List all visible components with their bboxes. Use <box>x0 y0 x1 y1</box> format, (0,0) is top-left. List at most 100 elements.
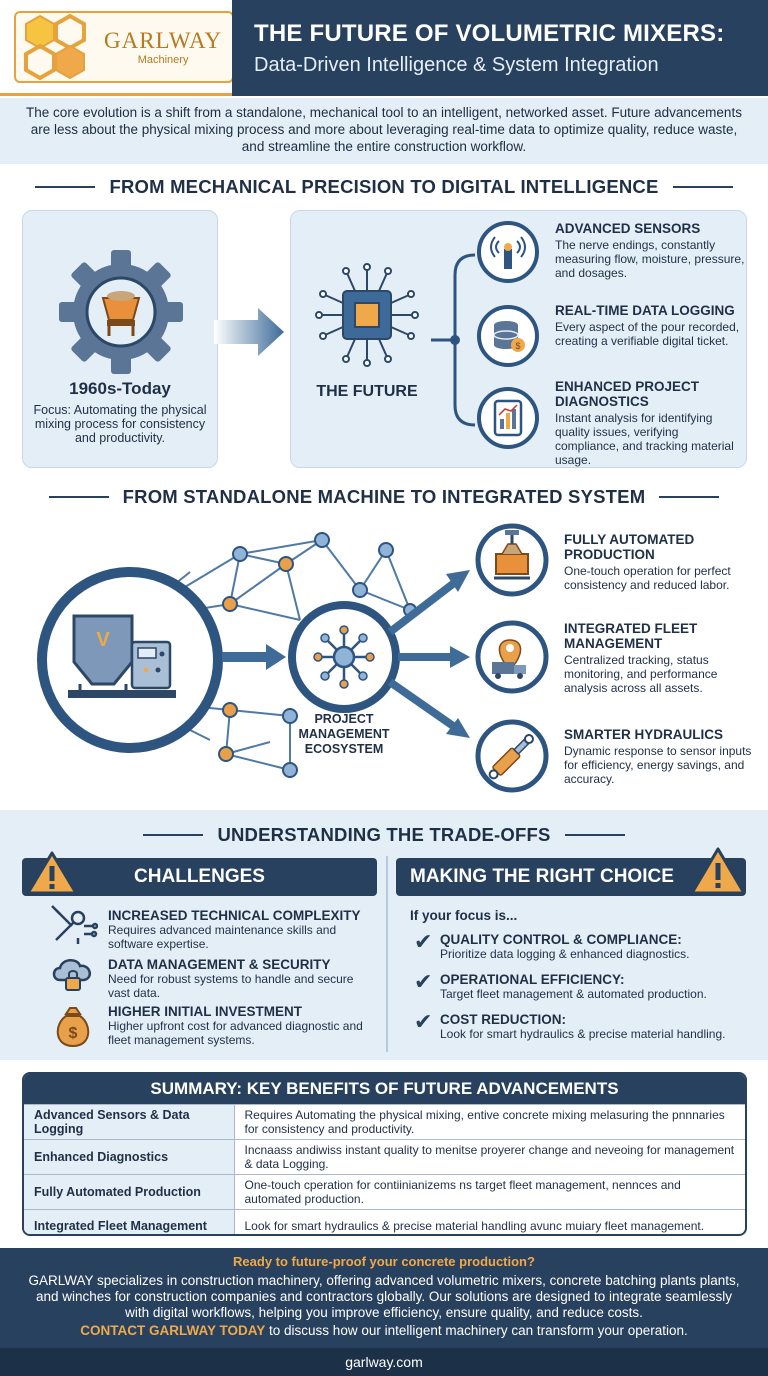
section-2-title: FROM STANDALONE MACHINE TO INTEGRATED SY… <box>122 486 646 507</box>
hydraulic-cylinder-icon <box>488 734 534 780</box>
tablet-chart-icon <box>493 399 523 437</box>
feature-smarter-hydraulics: SMARTER HYDRAULICS Dynamic response to s… <box>564 727 764 786</box>
summary-value: Requires Automating the physical mixing,… <box>234 1104 745 1140</box>
title-banner: THE FUTURE OF VOLUMETRIC MIXERS: Data-Dr… <box>232 0 768 96</box>
feature-title: FULLY AUTOMATED PRODUCTION <box>564 532 695 562</box>
page-title: THE FUTURE OF VOLUMETRIC MIXERS: <box>254 19 725 47</box>
challenge-desc: Need for robust systems to handle and se… <box>108 972 354 1000</box>
feature-advanced-sensors: ADVANCED SENSORS The nerve endings, cons… <box>555 221 745 280</box>
heading-rule <box>659 496 720 498</box>
choice-desc: Look for smart hydraulics & precise mate… <box>440 1027 726 1041</box>
checkmark-icon: ✔ <box>414 1009 433 1034</box>
tools-circuit-icon <box>51 905 98 944</box>
past-era-title: 1960s-Today <box>69 379 171 398</box>
feature-title: ENHANCED PROJECT DIAGNOSTICS <box>555 379 700 409</box>
challenges-banner: CHALLENGES <box>22 858 377 896</box>
section-2-heading: FROM STANDALONE MACHINE TO INTEGRATED SY… <box>0 486 768 508</box>
challenge-title: HIGHER INITIAL INVESTMENT <box>108 1004 303 1019</box>
page-subtitle: Data-Driven Intelligence & System Integr… <box>254 53 659 76</box>
contact-rest: to discuss how our intelligent machinery… <box>265 1323 688 1338</box>
footer-contact: CONTACT GARLWAY TODAY to discuss how our… <box>24 1323 744 1338</box>
choice-banner: MAKING THE RIGHT CHOICE <box>396 858 746 896</box>
table-row: Advanced Sensors & Data Logging Requires… <box>24 1104 745 1140</box>
footer-text: GARLWAY specializes in construction mach… <box>28 1273 740 1320</box>
choice-title: QUALITY CONTROL & COMPLIANCE: <box>440 932 682 947</box>
tradeoffs-title: UNDERSTANDING THE TRADE-OFFS <box>217 824 551 845</box>
website-bar: garlway.com <box>0 1348 768 1376</box>
choice-desc: Target fleet management & automated prod… <box>440 987 707 1001</box>
feature-integrated-fleet-management: INTEGRATED FLEET MANAGEMENT Centralized … <box>564 621 764 695</box>
heading-rule <box>564 834 625 836</box>
section-1-title: FROM MECHANICAL PRECISION TO DIGITAL INT… <box>109 176 659 197</box>
feature-real-time-logging: REAL-TIME DATA LOGGING Every aspect of t… <box>555 303 745 348</box>
bracket-connector <box>431 253 475 427</box>
sensor-icon-circle <box>477 221 539 283</box>
challenge-data-management: DATA MANAGEMENT & SECURITY Need for robu… <box>108 957 378 1000</box>
automated-production-icon <box>494 530 530 580</box>
column-divider <box>386 856 388 1052</box>
checkmark-icon: ✔ <box>414 969 433 994</box>
money-bag-icon: $ <box>56 1007 90 1048</box>
brand-subtitle: Machinery <box>137 53 189 66</box>
feature-title: INTEGRATED FLEET MANAGEMENT <box>564 621 698 651</box>
feature-desc: Dynamic response to sensor inputs for ef… <box>564 744 752 786</box>
challenge-desc: Requires advanced maintenance skills and… <box>108 923 337 951</box>
challenge-title: DATA MANAGEMENT & SECURITY <box>108 957 331 972</box>
summary-rows: Advanced Sensors & Data Logging Requires… <box>24 1104 745 1234</box>
brand-logo[interactable]: GARLWAY Machinery <box>14 10 235 83</box>
table-row: Integrated Fleet Management Look for sma… <box>24 1209 745 1234</box>
heading-rule <box>48 496 109 498</box>
section-1-heading: FROM MECHANICAL PRECISION TO DIGITAL INT… <box>0 176 768 198</box>
brand-name: GARLWAY <box>104 27 223 53</box>
feature-title: SMARTER HYDRAULICS <box>564 727 724 742</box>
logo-area: GARLWAY Machinery <box>0 0 235 96</box>
feature-fully-automated-production: FULLY AUTOMATED PRODUCTION One-touch ope… <box>564 532 764 592</box>
feature-desc: Instant analysis for identifying quality… <box>555 411 734 467</box>
svg-text:$: $ <box>69 1025 78 1042</box>
arrow-to-hub <box>222 644 286 670</box>
contact-link[interactable]: CONTACT GARLWAY TODAY <box>80 1323 266 1338</box>
past-era-card: 1960s-Today Focus: Automating the physic… <box>22 210 218 468</box>
antenna-sensor-icon <box>490 236 526 269</box>
choice-intro: If your focus is... <box>410 908 518 923</box>
cloud-lock-icon <box>52 959 92 991</box>
feature-desc: One-touch operation for perfect consiste… <box>564 564 731 592</box>
heading-rule <box>143 834 204 836</box>
challenge-initial-investment: HIGHER INITIAL INVESTMENT Higher upfront… <box>108 1004 378 1047</box>
diagnostics-icon-circle <box>477 387 539 449</box>
svg-text:V: V <box>96 629 110 651</box>
future-card: THE FUTURE $ ADVA <box>290 210 747 468</box>
footer: Ready to future-proof your concrete prod… <box>0 1248 768 1348</box>
output-arrows <box>387 570 470 738</box>
tradeoffs-section <box>0 810 768 1060</box>
ecosystem-label: PROJECT MANAGEMENT ECOSYSTEM <box>298 712 390 756</box>
summary-key: Enhanced Diagnostics <box>24 1139 235 1175</box>
future-label: THE FUTURE <box>316 383 418 400</box>
database-icon-circle: $ <box>477 305 539 367</box>
feature-desc: The nerve endings, constantly measuring … <box>555 238 745 280</box>
summary-title: SUMMARY: KEY BENEFITS OF FUTURE ADVANCEM… <box>24 1074 745 1104</box>
table-row: Enhanced Diagnostics Incnaass andiwiss i… <box>24 1139 745 1175</box>
summary-key: Advanced Sensors & Data Logging <box>24 1104 235 1140</box>
challenge-desc: Higher upfront cost for advanced diagnos… <box>108 1019 363 1047</box>
choice-title: OPERATIONAL EFFICIENCY: <box>440 972 625 987</box>
past-era-desc: Focus: Automating the physical mixing pr… <box>33 403 207 445</box>
summary-value: Look for smart hydraulics & precise mate… <box>234 1209 745 1234</box>
summary-table: SUMMARY: KEY BENEFITS OF FUTURE ADVANCEM… <box>22 1072 747 1236</box>
table-row: Fully Automated Production One-touch cpe… <box>24 1174 745 1210</box>
arrow-right-icon <box>214 308 284 356</box>
challenge-title: INCREASED TECHNICAL COMPLEXITY <box>108 908 361 923</box>
summary-key: Fully Automated Production <box>24 1174 235 1210</box>
summary-value: Incnaass andiwiss instant quality to men… <box>234 1139 745 1175</box>
feature-title: ADVANCED SENSORS <box>555 221 701 236</box>
choice-title: COST REDUCTION: <box>440 1012 566 1027</box>
website-link[interactable]: garlway.com <box>345 1354 423 1370</box>
choice-label: MAKING THE RIGHT CHOICE <box>410 866 674 887</box>
warning-icon <box>690 847 746 895</box>
challenges-label: CHALLENGES <box>134 866 265 887</box>
feature-title: REAL-TIME DATA LOGGING <box>555 303 735 318</box>
choice-cost-reduction: ✔ COST REDUCTION: Look for smart hydraul… <box>414 1009 764 1042</box>
tradeoffs-heading: UNDERSTANDING THE TRADE-OFFS <box>0 824 768 846</box>
summary-key: Integrated Fleet Management <box>24 1209 235 1234</box>
batching-mixer-icon: V <box>68 614 176 698</box>
